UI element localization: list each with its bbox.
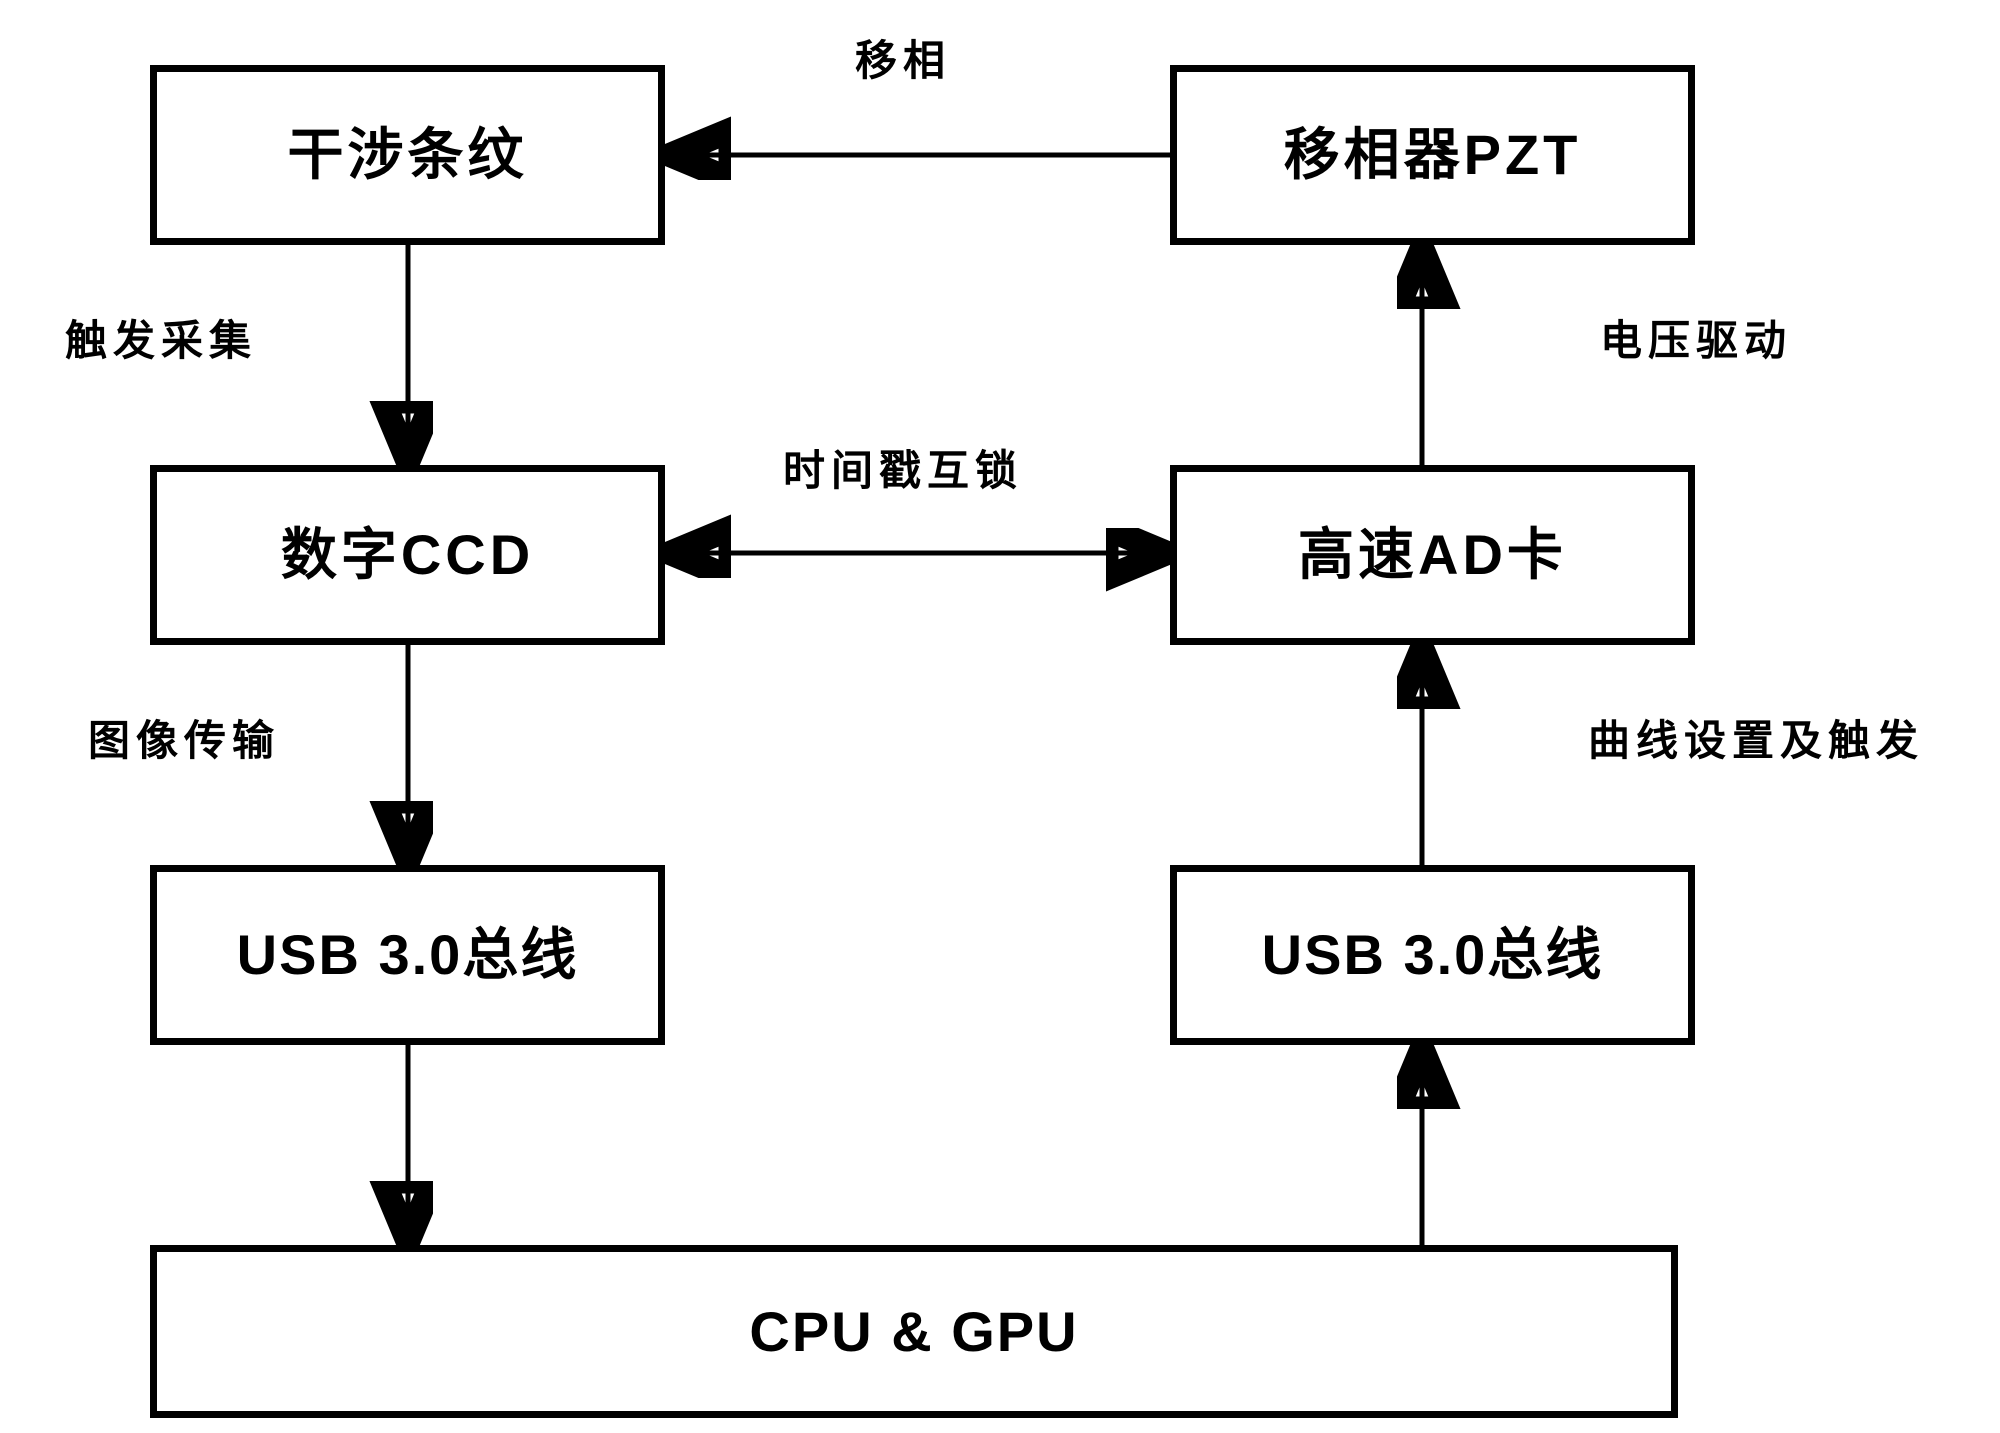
node-high-speed-ad-card[interactable]: 高速AD卡: [1170, 465, 1695, 645]
node-label-cpu-gpu: CPU & GPU: [749, 1299, 1079, 1363]
edge-label-curve-setting-and-trigger: 曲线设置及触发: [1588, 717, 1925, 764]
edge-label-timestamp-interlock: 时间戳互锁: [783, 447, 1024, 494]
edge-label-voltage-drive: 电压驱动: [1600, 317, 1793, 364]
node-digital-ccd[interactable]: 数字CCD: [150, 465, 665, 645]
node-label-phase-shifter-pzt: 移相器PZT: [1283, 123, 1582, 186]
node-usb-bus-left[interactable]: USB 3.0总线: [150, 865, 665, 1045]
edge-label-trigger-acquisition: 触发采集: [65, 317, 258, 364]
node-interference-fringes[interactable]: 干涉条纹: [150, 65, 665, 245]
edge-label-phase-shift: 移相: [855, 37, 952, 84]
node-phase-shifter-pzt[interactable]: 移相器PZT: [1170, 65, 1695, 245]
node-label-usb-bus-left: USB 3.0总线: [236, 923, 579, 986]
node-cpu-gpu[interactable]: CPU & GPU: [150, 1245, 1678, 1418]
node-usb-bus-right[interactable]: USB 3.0总线: [1170, 865, 1695, 1045]
node-label-high-speed-ad-card: 高速AD卡: [1298, 523, 1567, 586]
node-label-usb-bus-right: USB 3.0总线: [1261, 923, 1604, 986]
node-label-digital-ccd: 数字CCD: [280, 523, 535, 586]
edge-label-image-transmission: 图像传输: [88, 717, 281, 764]
node-label-interference-fringes: 干涉条纹: [287, 123, 528, 186]
